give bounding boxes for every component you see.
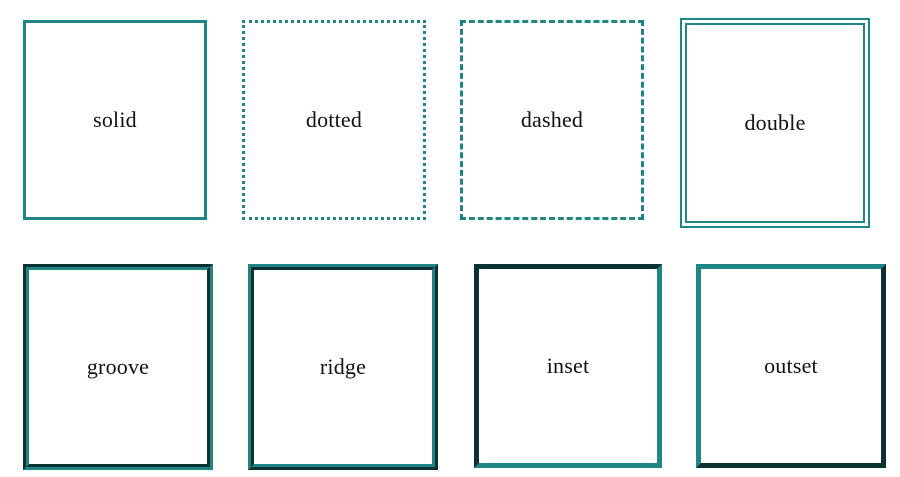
outset-border-box: outset: [696, 264, 886, 468]
dashed-border-box: dashed: [460, 20, 644, 220]
inset-label: inset: [546, 353, 590, 378]
solid-border-box: solid: [23, 20, 207, 220]
double-label: double: [744, 110, 806, 135]
groove-label: groove: [86, 354, 150, 379]
inset-border-box: inset: [474, 264, 662, 468]
dotted-label: dotted: [305, 107, 363, 132]
outset-label: outset: [764, 353, 818, 378]
double-border-box: double: [680, 18, 870, 228]
dashed-label: dashed: [520, 107, 584, 132]
solid-label: solid: [93, 107, 137, 132]
groove-border-box: groove: [23, 264, 213, 470]
dotted-border-box: dotted: [242, 20, 426, 220]
ridge-label: ridge: [319, 354, 367, 379]
ridge-border-box: ridge: [248, 264, 438, 470]
